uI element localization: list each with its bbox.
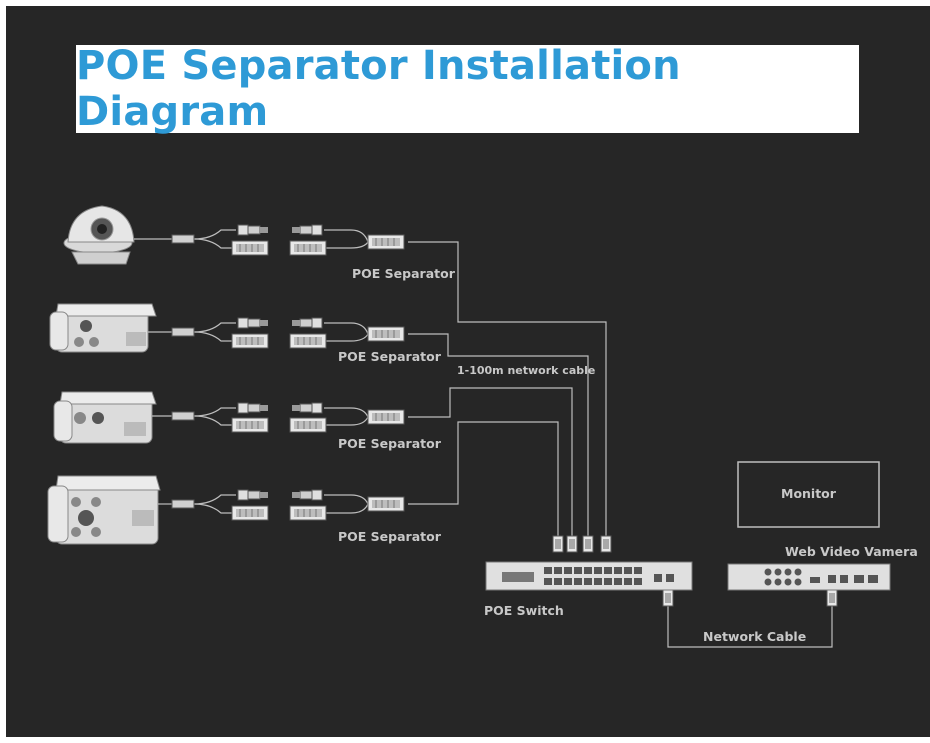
connector-set-3 <box>171 402 405 433</box>
dome-camera-icon <box>63 205 135 265</box>
bullet-camera-icon <box>49 303 157 353</box>
connector-set-1 <box>171 224 405 256</box>
network-cable-label: Network Cable <box>703 629 806 644</box>
monitor-label: Monitor <box>781 486 837 501</box>
installation-diagram: POE Separator POE Separator POE Separato… <box>47 205 918 648</box>
camera-cables <box>134 229 833 648</box>
separator-label-1: POE Separator <box>352 266 456 281</box>
page-title: POE Separator Installation Diagram <box>76 43 681 135</box>
poe-switch-icon <box>485 561 693 591</box>
separator-label-2: POE Separator <box>338 349 442 364</box>
poe-switch-label: POE Switch <box>484 603 564 618</box>
title-banner: POE Separator Installation Diagram <box>76 43 859 135</box>
web-video-recorder-icon <box>727 563 891 591</box>
web-video-camera-label: Web Video Vamera <box>785 544 918 559</box>
connector-set-2 <box>171 317 405 349</box>
bullet-camera-icon <box>53 391 157 444</box>
bullet-camera-icon <box>47 475 161 545</box>
diagram-canvas: POE Separator Installation Diagram <box>6 6 930 737</box>
cable-length-label: 1-100m network cable <box>457 364 595 377</box>
separator-label-3: POE Separator <box>338 436 442 451</box>
monitor-icon <box>737 461 880 528</box>
separator-label-4: POE Separator <box>338 529 442 544</box>
connector-set-4 <box>171 489 405 521</box>
